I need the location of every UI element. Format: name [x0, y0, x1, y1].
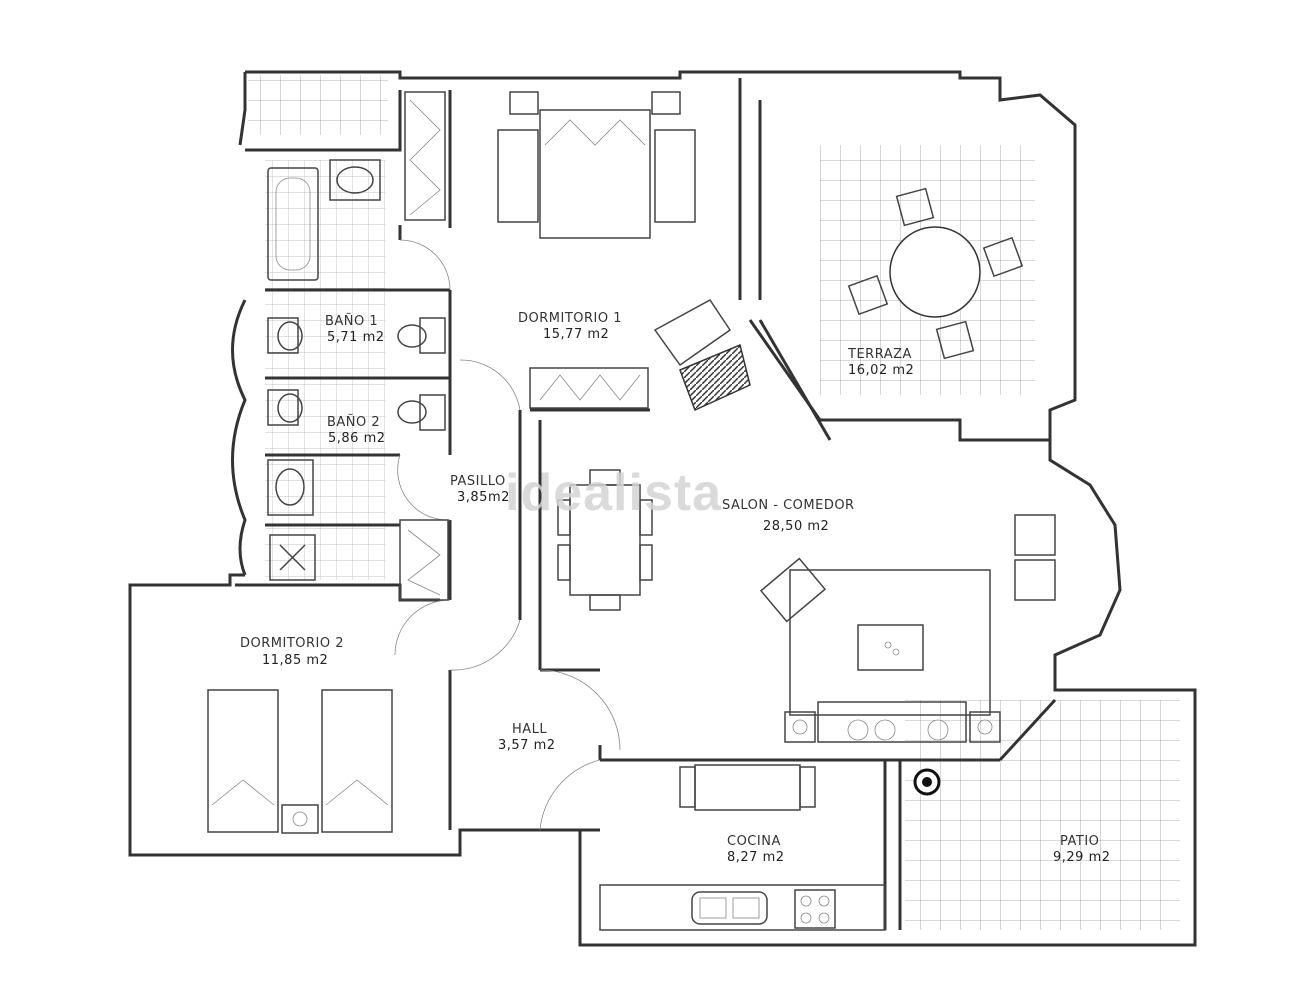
fireplace: [679, 343, 751, 412]
counter: [599, 884, 886, 931]
armchair: [759, 557, 827, 623]
kitchen-sink: [691, 891, 768, 925]
top-left-balcony-tiles: [248, 75, 388, 135]
bathtub: [267, 167, 319, 281]
bano1-area: 5,71 m2: [327, 330, 385, 345]
salon-furniture: [557, 469, 1056, 743]
patio-area: 9,29 m2: [1053, 850, 1111, 865]
rug: [789, 569, 991, 716]
pasillo-area: 3,85m2: [457, 490, 510, 505]
dining-chair-4: [639, 544, 653, 581]
dining-chair-5: [589, 469, 621, 486]
nightstand-right: [654, 129, 696, 223]
sink-bano2: [267, 459, 314, 516]
dormitorio1-name: DORMITORIO 1: [518, 311, 622, 326]
dining-chair-6: [589, 594, 621, 611]
dormitorio2-name: DORMITORIO 2: [240, 636, 344, 651]
side-table-right: [969, 711, 1001, 743]
wardrobe-d1-bottom: [529, 367, 649, 409]
cocina-name: COCINA: [727, 834, 781, 849]
dining-chair-3: [639, 499, 653, 536]
bidet-bano1: [267, 317, 299, 354]
desk-chair: [653, 299, 732, 367]
bano1-name: BAÑO 1: [325, 313, 378, 329]
side-table-left: [784, 711, 816, 743]
toilet-bano1: [419, 317, 446, 354]
exterior-walls: [128, 70, 1197, 947]
patio-name: PATIO: [1060, 834, 1099, 849]
stove: [794, 889, 836, 929]
nightstand-left: [497, 129, 539, 223]
chair-left: [847, 274, 889, 316]
single-bed-right: [321, 689, 393, 833]
dormitorio2-furniture: [207, 519, 449, 834]
wardrobe-d1: [404, 91, 446, 221]
terraza-name: TERRAZA: [847, 347, 912, 362]
coffee-table: [857, 624, 924, 671]
round-table: [889, 226, 981, 318]
sink-bano1: [329, 159, 381, 201]
dormitorio1-area: 15,77 m2: [543, 327, 609, 342]
pasillo-name: PASILLO: [450, 474, 506, 489]
shower: [269, 534, 316, 581]
chair-right: [982, 236, 1024, 278]
pillow-right: [651, 91, 681, 115]
toilet-bano2: [419, 394, 446, 431]
hall-name: HALL: [512, 722, 547, 737]
sofa: [817, 701, 967, 743]
dining-chair-2: [557, 544, 571, 581]
wardrobe-d2: [399, 519, 449, 601]
single-bed-left: [207, 689, 279, 833]
door-swings: [394, 239, 621, 831]
bathroom-fixtures: [267, 159, 446, 581]
kitchen-table: [694, 764, 801, 811]
watermark: idealista: [505, 464, 722, 522]
room-labels: BAÑO 1 5,71 m2 BAÑO 2 5,86 m2 DORMITORIO…: [240, 311, 1111, 865]
salon-name: SALON - COMEDOR: [722, 498, 855, 513]
pillow-left: [509, 91, 539, 115]
double-bed: [539, 109, 651, 239]
bano2-name: BAÑO 2: [327, 414, 380, 430]
hall-area: 3,57 m2: [498, 738, 556, 753]
salon-area: 28,50 m2: [763, 519, 829, 534]
bidet-bano2: [267, 389, 299, 426]
dining-chair-1: [557, 499, 571, 536]
chair-bottom: [935, 320, 975, 360]
interior-walls: [235, 78, 1057, 930]
terraza-area: 16,02 m2: [848, 363, 914, 378]
chair-top: [895, 187, 935, 227]
nightstand-d2: [281, 804, 319, 834]
kitchen-fixtures: [599, 764, 941, 931]
dormitorio2-area: 11,85 m2: [262, 653, 328, 668]
bath-tiles: [265, 160, 385, 580]
terraza-furniture: [847, 187, 1024, 360]
window-seat-top: [1014, 514, 1056, 556]
window-seat-bottom: [1014, 559, 1056, 601]
patio-tiles: [905, 700, 1180, 930]
bano2-area: 5,86 m2: [328, 431, 386, 446]
cocina-area: 8,27 m2: [727, 850, 785, 865]
dormitorio1-furniture: [404, 91, 751, 412]
